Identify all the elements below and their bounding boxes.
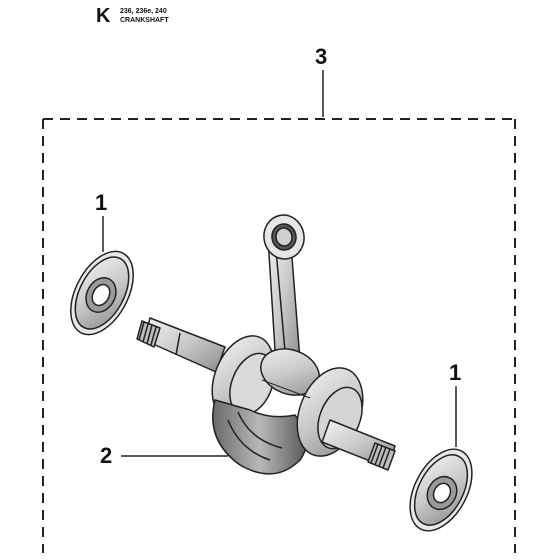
diagram-title: CRANKSHAFT	[120, 17, 169, 24]
callout-seal-left: 1	[95, 190, 107, 252]
model-list: 236, 236e, 240	[120, 8, 167, 15]
callout-number-2: 2	[100, 443, 112, 468]
callout-crankshaft: 2	[100, 443, 228, 468]
section-letter: K	[96, 5, 111, 27]
right-thread	[367, 442, 396, 471]
callout-number-1-left: 1	[95, 190, 107, 215]
callout-number-1-right: 1	[449, 360, 461, 385]
seal-left-part	[70, 250, 134, 336]
callout-number-3: 3	[315, 44, 327, 69]
crankshaft-part	[136, 214, 396, 475]
callout-seal-right: 1	[449, 360, 461, 447]
callout-assembly: 3	[315, 44, 327, 117]
seal-right-part	[409, 448, 473, 532]
assembly-boundary	[42, 118, 516, 553]
left-thread	[136, 320, 181, 356]
